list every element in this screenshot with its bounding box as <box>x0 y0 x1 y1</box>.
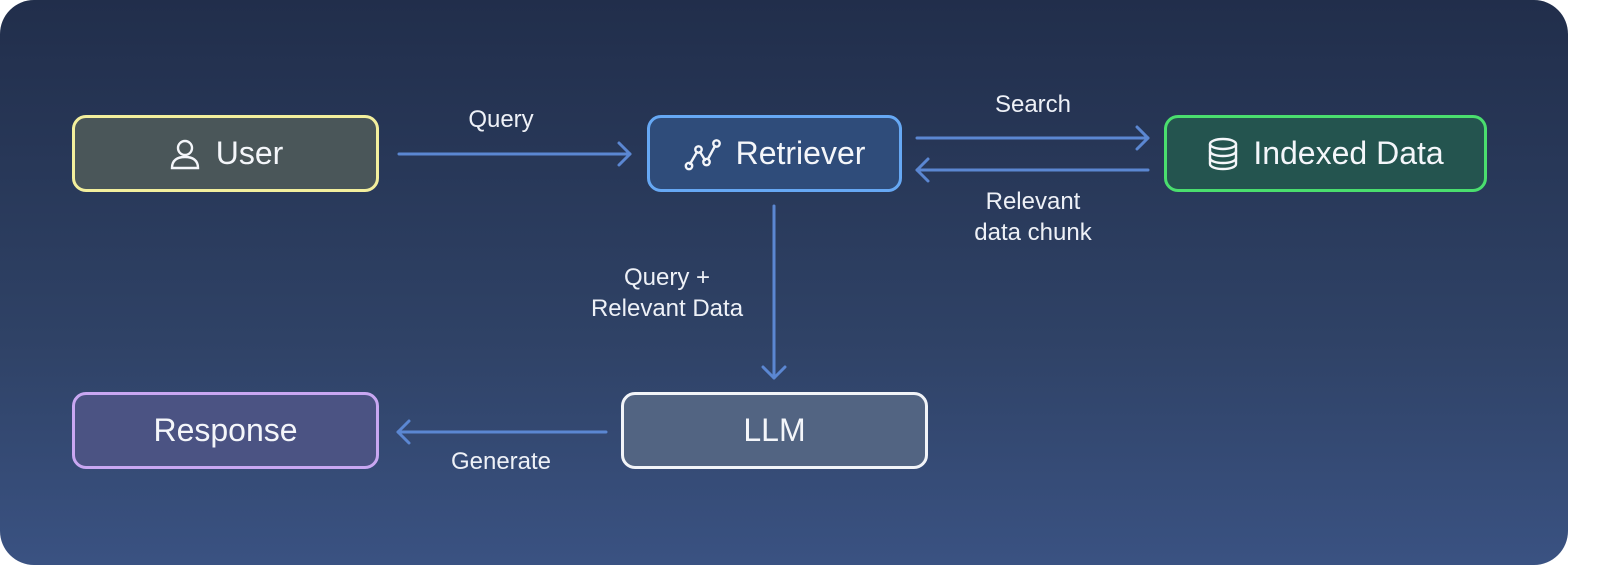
retriever-node-label: Retriever <box>735 135 866 171</box>
user-node-label: User <box>215 135 284 171</box>
edge-label-query-relevant-line2: Relevant Data <box>590 295 744 322</box>
arrows-layer <box>396 125 1150 445</box>
arrow-indexed-data-to-retriever <box>915 157 1150 183</box>
edge-label-query-relevant-line1: Query + <box>623 264 711 291</box>
diagram-canvas: User Retriever Indexed Data <box>0 0 1568 565</box>
database-icon <box>1207 137 1239 171</box>
llm-node: LLM <box>621 392 928 469</box>
indexed-data-node-label: Indexed Data <box>1253 135 1444 171</box>
retriever-node: Retriever <box>647 115 902 192</box>
edge-label-query-relevant-data: Query + Relevant Data <box>567 262 767 324</box>
arrow-user-to-retriever <box>397 141 632 167</box>
graph-nodes-icon <box>684 137 722 171</box>
response-node: Response <box>72 392 379 469</box>
arrow-retriever-to-llm <box>761 204 787 380</box>
arrow-retriever-to-indexed-data <box>915 125 1150 151</box>
arrow-llm-to-response <box>396 419 608 445</box>
edge-label-search: Search <box>994 91 1072 118</box>
edge-label-relevant-chunk: Relevant data chunk <box>943 186 1123 248</box>
user-icon <box>168 137 202 171</box>
edge-label-relevant-chunk-line1: Relevant <box>985 188 1081 215</box>
edge-label-generate: Generate <box>450 448 552 475</box>
user-node: User <box>72 115 379 192</box>
indexed-data-node: Indexed Data <box>1164 115 1487 192</box>
llm-node-label: LLM <box>743 412 806 448</box>
edge-label-query: Query <box>468 106 534 133</box>
response-node-label: Response <box>153 412 298 448</box>
edge-label-relevant-chunk-line2: data chunk <box>974 219 1092 246</box>
